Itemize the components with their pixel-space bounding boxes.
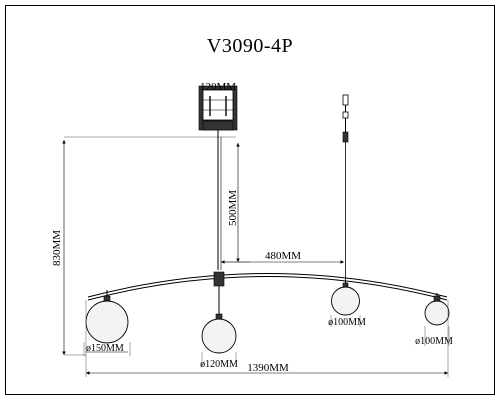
total-width-label: 1390MM	[247, 362, 289, 374]
shade-center-diameter: ø120MM	[200, 359, 238, 370]
ceiling-canopy	[198, 85, 238, 131]
shade-right-outer-diameter: ø100MM	[415, 336, 453, 347]
right-power-cable	[342, 94, 349, 284]
shade-left: ø150MM	[83, 290, 131, 356]
drop-length-label: 500MM	[227, 190, 239, 226]
drawing-border	[5, 5, 495, 395]
shade-right-inner-diameter: ø100MM	[328, 317, 366, 328]
shade-right-inner: ø100MM	[328, 280, 366, 328]
shade-right-outer: ø100MM	[415, 293, 453, 347]
arm-offset-label: 480MM	[265, 250, 301, 262]
canopy-width-label: 120MM	[200, 81, 236, 93]
canopy-width-dimension: 120MM	[200, 81, 236, 93]
curved-arm	[87, 271, 448, 301]
arm-offset-dimension: 480MM	[221, 250, 344, 264]
total-width-dimension: 1390MM	[85, 300, 449, 377]
drop-length-dimension: 500MM	[223, 143, 250, 263]
total-height-label: 830MM	[51, 230, 63, 266]
shade-center: ø120MM	[200, 286, 238, 370]
drawing-title: V3090-4P	[207, 35, 293, 57]
shade-left-diameter: ø150MM	[86, 343, 124, 354]
center-suspension-rod	[217, 130, 222, 270]
height-dimension: 830MM	[51, 136, 236, 356]
